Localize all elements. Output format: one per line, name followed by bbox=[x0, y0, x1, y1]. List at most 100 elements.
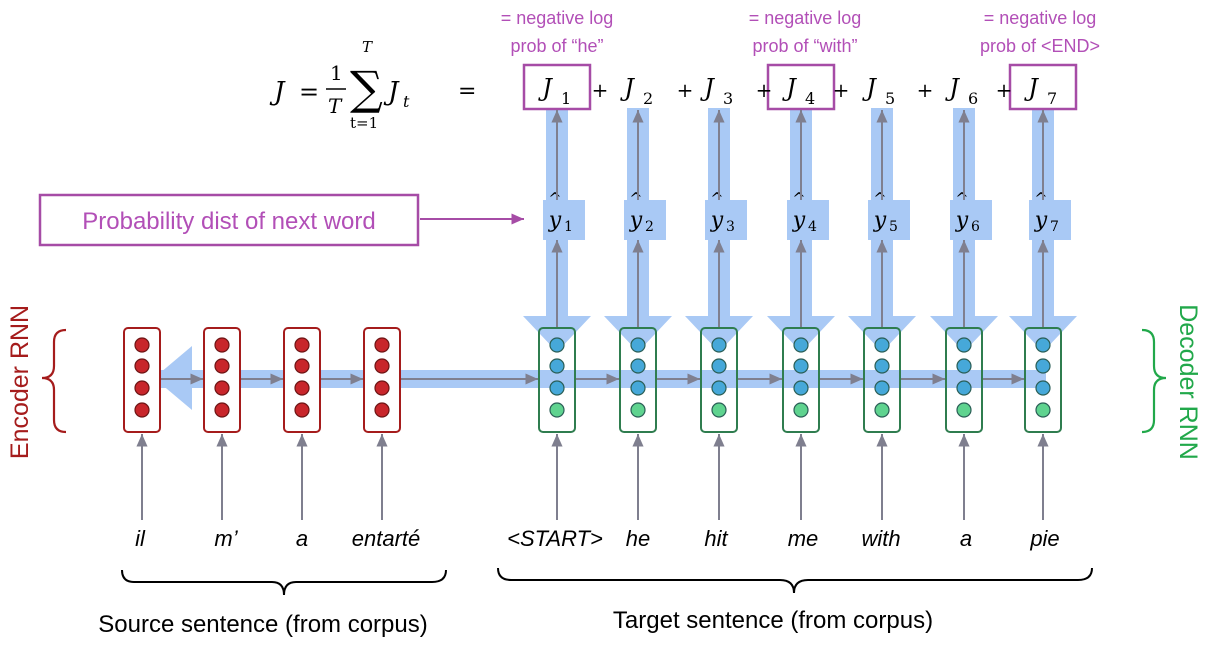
encoder-neuron bbox=[214, 358, 230, 374]
plus-sign: + bbox=[917, 78, 934, 102]
yhat-var: y bbox=[1034, 208, 1048, 233]
target-word: <START> bbox=[507, 526, 603, 551]
decoder-neuron bbox=[793, 380, 809, 396]
encoder-neuron bbox=[134, 402, 150, 418]
decoder-cell bbox=[700, 327, 738, 433]
flow-arrowhead-down bbox=[930, 316, 998, 352]
decoder-brace bbox=[1141, 328, 1167, 434]
yhat-hat: ^ bbox=[710, 189, 723, 208]
decoder-neuron bbox=[711, 380, 727, 396]
decoder-neuron bbox=[956, 380, 972, 396]
flow-arrowhead-down bbox=[848, 316, 916, 352]
decoder-neuron bbox=[630, 402, 646, 418]
yhat-sub: 2 bbox=[645, 219, 654, 235]
encoder-neuron bbox=[294, 402, 310, 418]
plus-sign: + bbox=[996, 78, 1013, 102]
yhat-sub: 7 bbox=[1050, 219, 1059, 235]
decoder-neuron bbox=[793, 402, 809, 418]
yhat-sub: 1 bbox=[564, 219, 573, 235]
yhat-backdrop bbox=[868, 200, 910, 240]
decoder-neuron bbox=[1035, 337, 1051, 353]
braces bbox=[41, 328, 1167, 596]
yhat-hat: ^ bbox=[1034, 189, 1047, 208]
yhat-backdrop bbox=[1029, 200, 1071, 240]
loss-equals: = bbox=[299, 78, 319, 106]
encoder-rnn-label: Encoder RNN bbox=[6, 305, 34, 459]
decoder-neuron bbox=[793, 358, 809, 374]
encoder-neuron bbox=[374, 380, 390, 396]
encoder-neuron bbox=[134, 337, 150, 353]
flow-arrowhead-down bbox=[767, 316, 835, 352]
yhat-var: y bbox=[792, 208, 806, 233]
decoder-neuron bbox=[874, 380, 890, 396]
encoder-cell bbox=[363, 327, 401, 433]
loss-term-var: J bbox=[861, 74, 877, 102]
sum-symbol: ∑ bbox=[350, 61, 383, 115]
decoder-neuron bbox=[630, 358, 646, 374]
plus-sign: + bbox=[677, 78, 694, 102]
decoder-neuron bbox=[549, 358, 565, 374]
yhat-hat: ^ bbox=[548, 189, 561, 208]
decoder-cell bbox=[1024, 327, 1062, 433]
yhat-hat: ^ bbox=[873, 189, 886, 208]
decoder-neuron bbox=[630, 380, 646, 396]
encoder-neuron bbox=[134, 380, 150, 396]
yhat-hat: ^ bbox=[629, 189, 642, 208]
encoder-cell bbox=[123, 327, 161, 433]
source-word: a bbox=[296, 526, 308, 551]
target-brace bbox=[497, 567, 1093, 594]
decoder-neuron bbox=[956, 358, 972, 374]
annotation-line1: = negative log bbox=[984, 8, 1097, 28]
decoder-cell bbox=[945, 327, 983, 433]
terms-equals: = bbox=[458, 79, 476, 104]
loss-term-var: J bbox=[781, 74, 797, 102]
decoder-neuron bbox=[1035, 358, 1051, 374]
loss-term-sub: 7 bbox=[1047, 89, 1057, 108]
encoder-neuron bbox=[294, 337, 310, 353]
fraction-numerator: 1 bbox=[330, 61, 343, 85]
loss-term-sub: 3 bbox=[723, 89, 733, 108]
target-word: a bbox=[960, 526, 972, 551]
yhat-backdrop bbox=[787, 200, 829, 240]
probability-dist-label: Probability dist of next word bbox=[82, 208, 375, 235]
flow-arrowhead-down bbox=[523, 316, 591, 352]
decoder-neuron bbox=[1035, 402, 1051, 418]
loss-term-var: J bbox=[1023, 74, 1039, 102]
sum-term-sub: t bbox=[403, 92, 410, 111]
decoder-neuron bbox=[549, 337, 565, 353]
yhat-backdrop bbox=[950, 200, 992, 240]
yhat-hat: ^ bbox=[955, 189, 968, 208]
decoder-neuron bbox=[630, 337, 646, 353]
encoder-neuron bbox=[214, 380, 230, 396]
yhat-backdrop bbox=[705, 200, 747, 240]
plus-sign: + bbox=[592, 78, 609, 102]
yhat-backdrop bbox=[624, 200, 666, 240]
encoder-neuron bbox=[214, 337, 230, 353]
decoder-neuron bbox=[711, 358, 727, 374]
loss-term-var: J bbox=[619, 74, 635, 102]
target-word: pie bbox=[1029, 526, 1059, 551]
decoder-cell bbox=[863, 327, 901, 433]
target-word: me bbox=[788, 526, 819, 551]
fraction-denominator: T bbox=[328, 94, 343, 118]
source-word: il bbox=[135, 526, 146, 551]
target-word: with bbox=[861, 526, 900, 551]
loss-term-var: J bbox=[944, 74, 960, 102]
plus-sign: + bbox=[833, 78, 850, 102]
loss-term-sub: 2 bbox=[643, 89, 653, 108]
encoder-neuron bbox=[214, 402, 230, 418]
probability-dist-callout: Probability dist of next word bbox=[38, 193, 524, 247]
decoder-neuron bbox=[711, 337, 727, 353]
target-word: he bbox=[626, 526, 650, 551]
loss-lhs: J bbox=[269, 77, 286, 107]
sum-superscript: T bbox=[362, 38, 373, 56]
yhat-var: y bbox=[955, 208, 969, 233]
yhat-backdrop bbox=[543, 200, 585, 240]
target-word: hit bbox=[704, 526, 728, 551]
probability-dist-box bbox=[38, 193, 420, 247]
loss-term-sub: 4 bbox=[805, 89, 815, 108]
encoder-neuron bbox=[374, 337, 390, 353]
yhat-sub: 4 bbox=[808, 219, 817, 235]
